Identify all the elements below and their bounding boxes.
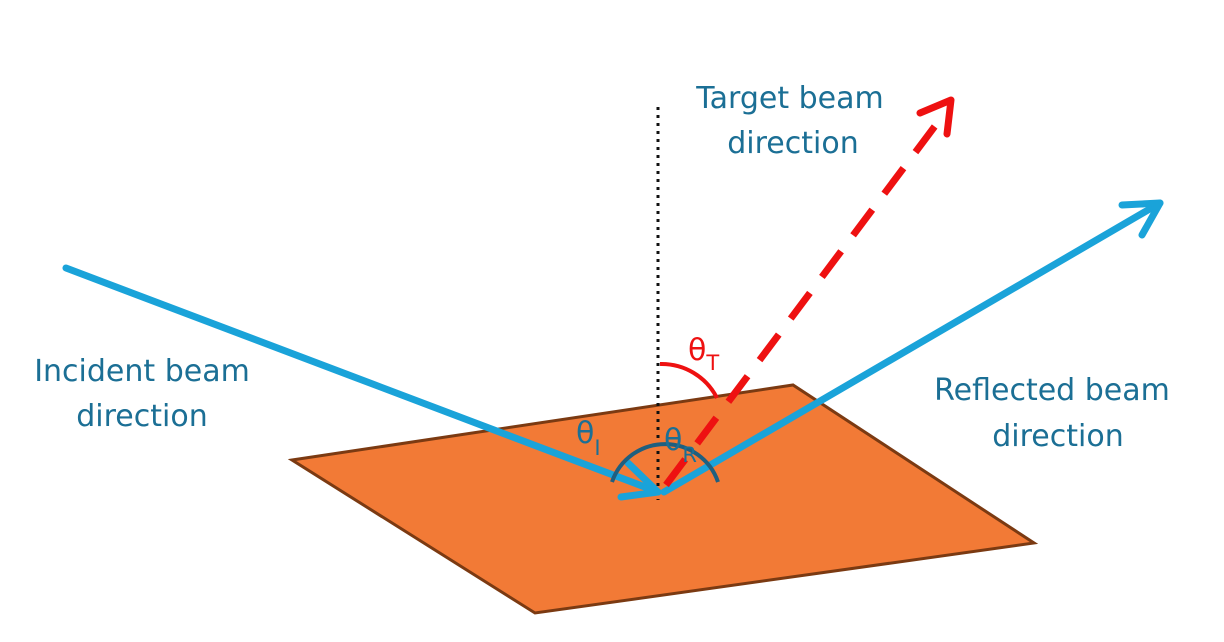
- reflected-beam-arrow: [660, 199, 1164, 496]
- incident-beam-label-line2: direction: [76, 399, 207, 434]
- incident-angle-subscript: I: [594, 436, 600, 460]
- reflected-angle-symbol: θ: [664, 423, 682, 458]
- incident-beam-arrow: [62, 264, 662, 496]
- reflected-angle-subscript: R: [682, 443, 697, 467]
- target-arrowhead: [916, 96, 955, 138]
- reflected-angle-label: θR: [664, 423, 697, 467]
- target-beam-label-line2: direction: [727, 126, 858, 161]
- incident-arrowhead: [617, 459, 662, 501]
- target-angle-symbol: θ: [688, 333, 706, 368]
- target-beam-label-line1: Target beam: [695, 81, 883, 116]
- reflected-arrowhead: [1118, 199, 1164, 239]
- incident-angle-symbol: θ: [576, 416, 594, 451]
- target-angle-arc: [659, 361, 719, 399]
- reflected-beam-label-line1: Reflected beam: [934, 373, 1170, 408]
- target-angle-subscript: T: [705, 351, 719, 375]
- incident-angle-label: θI: [576, 416, 601, 460]
- reflected-beam-label-line2: direction: [992, 419, 1123, 454]
- incident-reflected-angle-arc: [610, 442, 720, 483]
- incident-beam-label-line1: Incident beam: [34, 354, 250, 389]
- target-angle-label: θT: [688, 333, 719, 375]
- reflecting-surface: [287, 383, 1039, 615]
- target-beam-arrow: [663, 119, 941, 488]
